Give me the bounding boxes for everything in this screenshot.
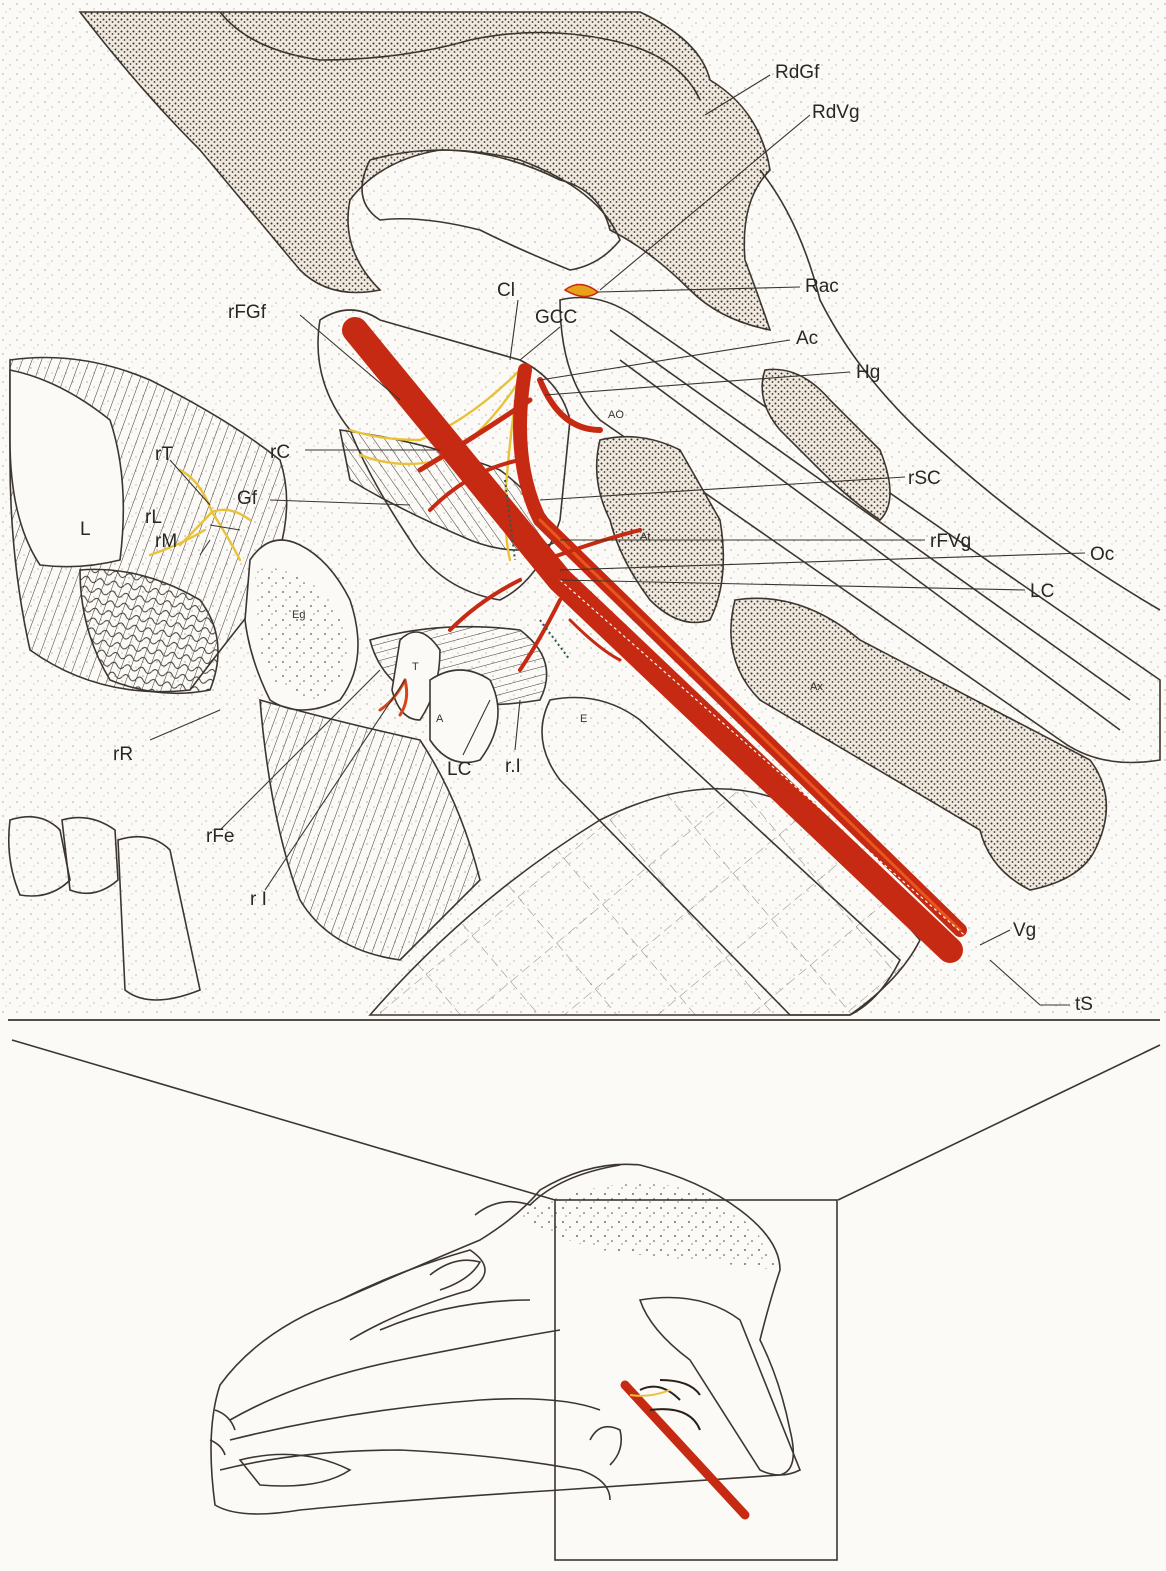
cranium-stipple <box>520 1184 775 1270</box>
label-rM: rM <box>155 531 177 552</box>
label-E: E <box>580 713 587 725</box>
nasal-turbinate <box>340 1250 530 1340</box>
label-LC-right: LC <box>1030 581 1054 602</box>
label-GCC: GCC <box>535 307 577 328</box>
label-RdVg: RdVg <box>812 102 860 123</box>
label-Hg: Hg <box>856 362 880 383</box>
label-T: T <box>412 661 419 673</box>
label-rSC: rSC <box>908 468 941 489</box>
label-LC-lower: LC <box>447 759 471 780</box>
label-rI-left: r I <box>250 889 267 910</box>
label-rFe: rFe <box>206 826 235 847</box>
label-tS: tS <box>1075 994 1093 1015</box>
label-Oc: Oc <box>1090 544 1114 565</box>
overview-hyoid <box>590 1427 621 1465</box>
overview-panel <box>12 1040 1160 1560</box>
label-Eg: Eg <box>292 609 305 621</box>
label-rL: rL <box>145 507 162 528</box>
zoom-line-left <box>12 1040 555 1200</box>
turbinate-inner <box>430 1260 480 1290</box>
zoom-line-right <box>838 1045 1160 1200</box>
overview-artery <box>625 1385 745 1515</box>
label-AO: AO <box>608 409 624 421</box>
label-rT: rT <box>155 444 173 465</box>
label-rFGf: rFGf <box>228 302 267 323</box>
label-At: At <box>640 531 650 543</box>
label-RdGf: RdGf <box>775 62 820 83</box>
label-Ax: Ax <box>810 681 823 693</box>
label-rFVg: rFVg <box>930 531 971 552</box>
mandible <box>220 1450 610 1500</box>
label-rR: rR <box>113 744 133 765</box>
label-Cl: Cl <box>497 280 515 301</box>
tongue-overview <box>240 1454 350 1486</box>
label-Gf: Gf <box>237 488 258 509</box>
label-rI-lower: r.I <box>505 756 521 777</box>
palate <box>230 1399 600 1440</box>
label-Rac: Rac <box>805 276 839 297</box>
label-A: A <box>436 713 444 725</box>
neck-overview <box>640 1298 800 1476</box>
label-rC: rC <box>270 442 290 463</box>
nasal-passage <box>230 1330 560 1420</box>
detail-panel: Eg T A E At Ax AO L RdGf RdVg Rac Cl GCC… <box>0 0 1166 1015</box>
label-Vg: Vg <box>1013 920 1036 941</box>
label-Ac: Ac <box>796 328 818 349</box>
label-L: L <box>80 519 91 540</box>
